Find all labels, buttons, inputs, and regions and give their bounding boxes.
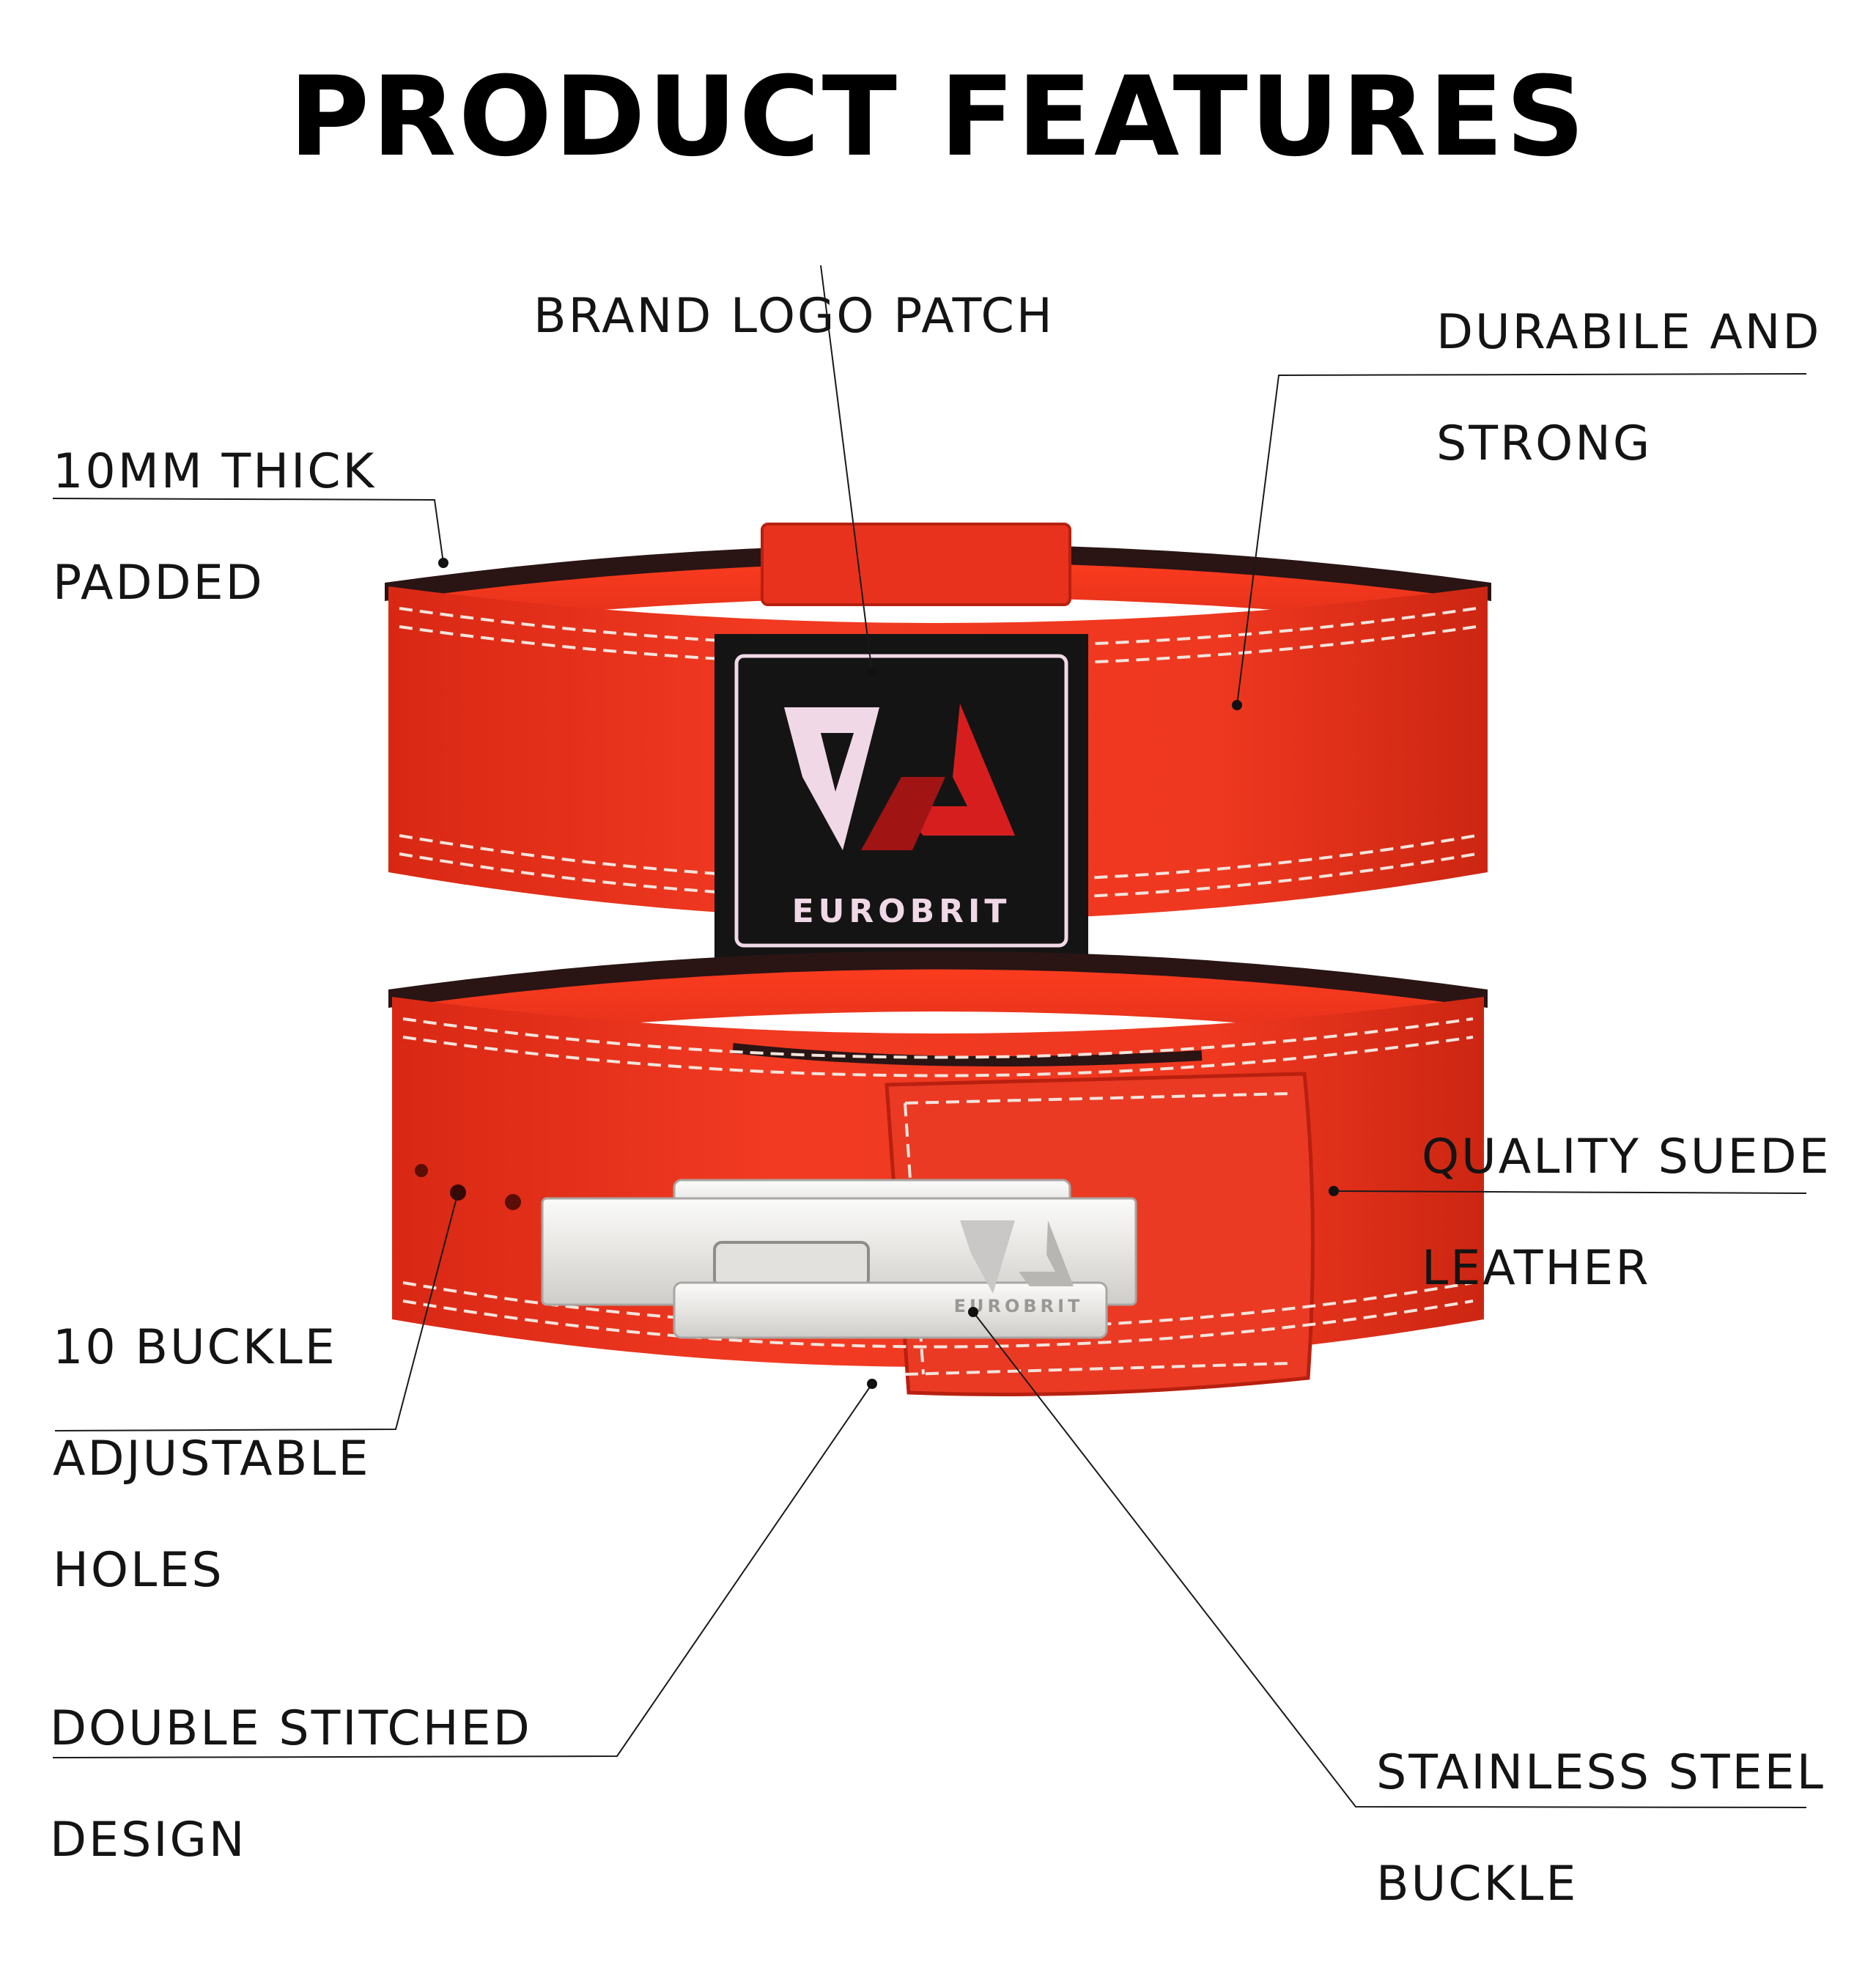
callout-durable-and-strong: DURABILE AND STRONG (1436, 305, 1822, 471)
bottom-belt-stitch-1 (402, 1017, 1474, 1059)
callout-10mm-thick-padded: 10MM THICK PADDED (53, 444, 377, 611)
bottom-belt-inner (396, 958, 1480, 1048)
callout-dot-thick-padded (438, 558, 448, 568)
patch-wordmark: EUROBRIT (792, 893, 1011, 930)
page-title: PRODUCT FEATURES (289, 54, 1587, 181)
belt-illustration: EUROBRIT (52, 265, 1807, 1808)
callout-lines (52, 265, 1807, 1808)
callout-stainless-steel-buckle: STAINLESS STEEL BUCKLE (1376, 1745, 1825, 1912)
callout-dot-suede (1329, 1186, 1339, 1196)
top-belt-flap (761, 523, 1071, 606)
callout-line-logo-patch (820, 265, 873, 674)
callout-line-buckle (972, 1311, 1807, 1808)
bottom-belt-stitch-2 (402, 1036, 1474, 1077)
callout-line-durable (1236, 373, 1807, 706)
bottom-belt-stitch-4 (402, 1300, 1474, 1349)
callout-line-suede (1333, 1190, 1807, 1194)
stainless-steel-buckle: EUROBRIT (541, 1179, 1137, 1339)
brand-logo-patch: EUROBRIT (714, 634, 1088, 968)
callout-line-thick-padded (52, 498, 444, 564)
product-features-infographic: PRODUCT FEATURES (50, 54, 1831, 1912)
callout-10-buckle-adjustable-holes: 10 BUCKLE ADJUSTABLE HOLES (53, 1320, 371, 1598)
brand-logo-mark (784, 704, 1015, 850)
callout-quality-suede-leather: QUALITY SUEDE LEATHER (1422, 1129, 1831, 1296)
callout-line-stitched (52, 1383, 873, 1758)
callout-dot-buckle (968, 1307, 978, 1317)
callout-dot-stitched (867, 1379, 877, 1389)
callout-brand-logo-patch: BRAND LOGO PATCH (533, 289, 1055, 344)
callout-double-stitched-design: DOUBLE STITCHED DESIGN (50, 1701, 532, 1868)
adjustment-holes (415, 1164, 521, 1210)
callout-dots (438, 558, 1339, 1389)
callout-dot-logo-patch (867, 668, 877, 678)
buckle-logo-mark (960, 1220, 1074, 1294)
bottom-belt-rim (388, 951, 1488, 1008)
callout-dot-durable (1232, 700, 1242, 710)
top-belt-rim (385, 544, 1491, 601)
callout-line-holes (54, 1192, 459, 1431)
